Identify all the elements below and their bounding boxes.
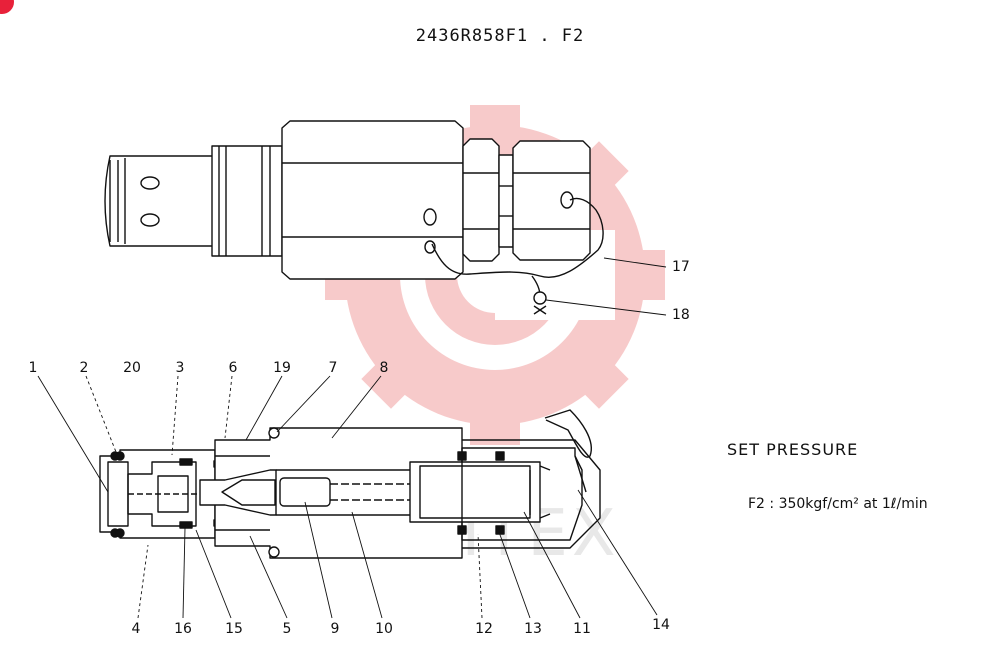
set-pressure-value: F2 : 350kgf/cm² at 1ℓ/min	[748, 496, 928, 512]
callout-8: 8	[379, 360, 389, 376]
callout-14: 14	[652, 617, 670, 633]
callout-6: 6	[228, 360, 238, 376]
callout-18: 18	[672, 307, 690, 323]
callout-12: 12	[475, 621, 493, 637]
set-pressure-heading: SET PRESSURE	[727, 440, 859, 459]
valve-section-view	[99, 409, 601, 559]
callout-16: 16	[174, 621, 192, 637]
callout-11: 11	[573, 621, 591, 637]
callout-2: 2	[79, 360, 89, 376]
callout-19: 19	[273, 360, 291, 376]
valve-external-view	[104, 120, 604, 315]
callout-20: 20	[123, 360, 141, 376]
leader-lines	[37, 257, 667, 619]
callout-3: 3	[175, 360, 185, 376]
callout-15: 15	[225, 621, 243, 637]
callout-17: 17	[672, 259, 690, 275]
callout-1: 1	[28, 360, 38, 376]
callout-10: 10	[375, 621, 393, 637]
callout-13: 13	[524, 621, 542, 637]
callout-5: 5	[282, 621, 292, 637]
callout-4: 4	[131, 621, 141, 637]
callout-7: 7	[328, 360, 338, 376]
callout-9: 9	[330, 621, 340, 637]
drawing-title: 2436R858F1 . F2	[415, 26, 585, 46]
